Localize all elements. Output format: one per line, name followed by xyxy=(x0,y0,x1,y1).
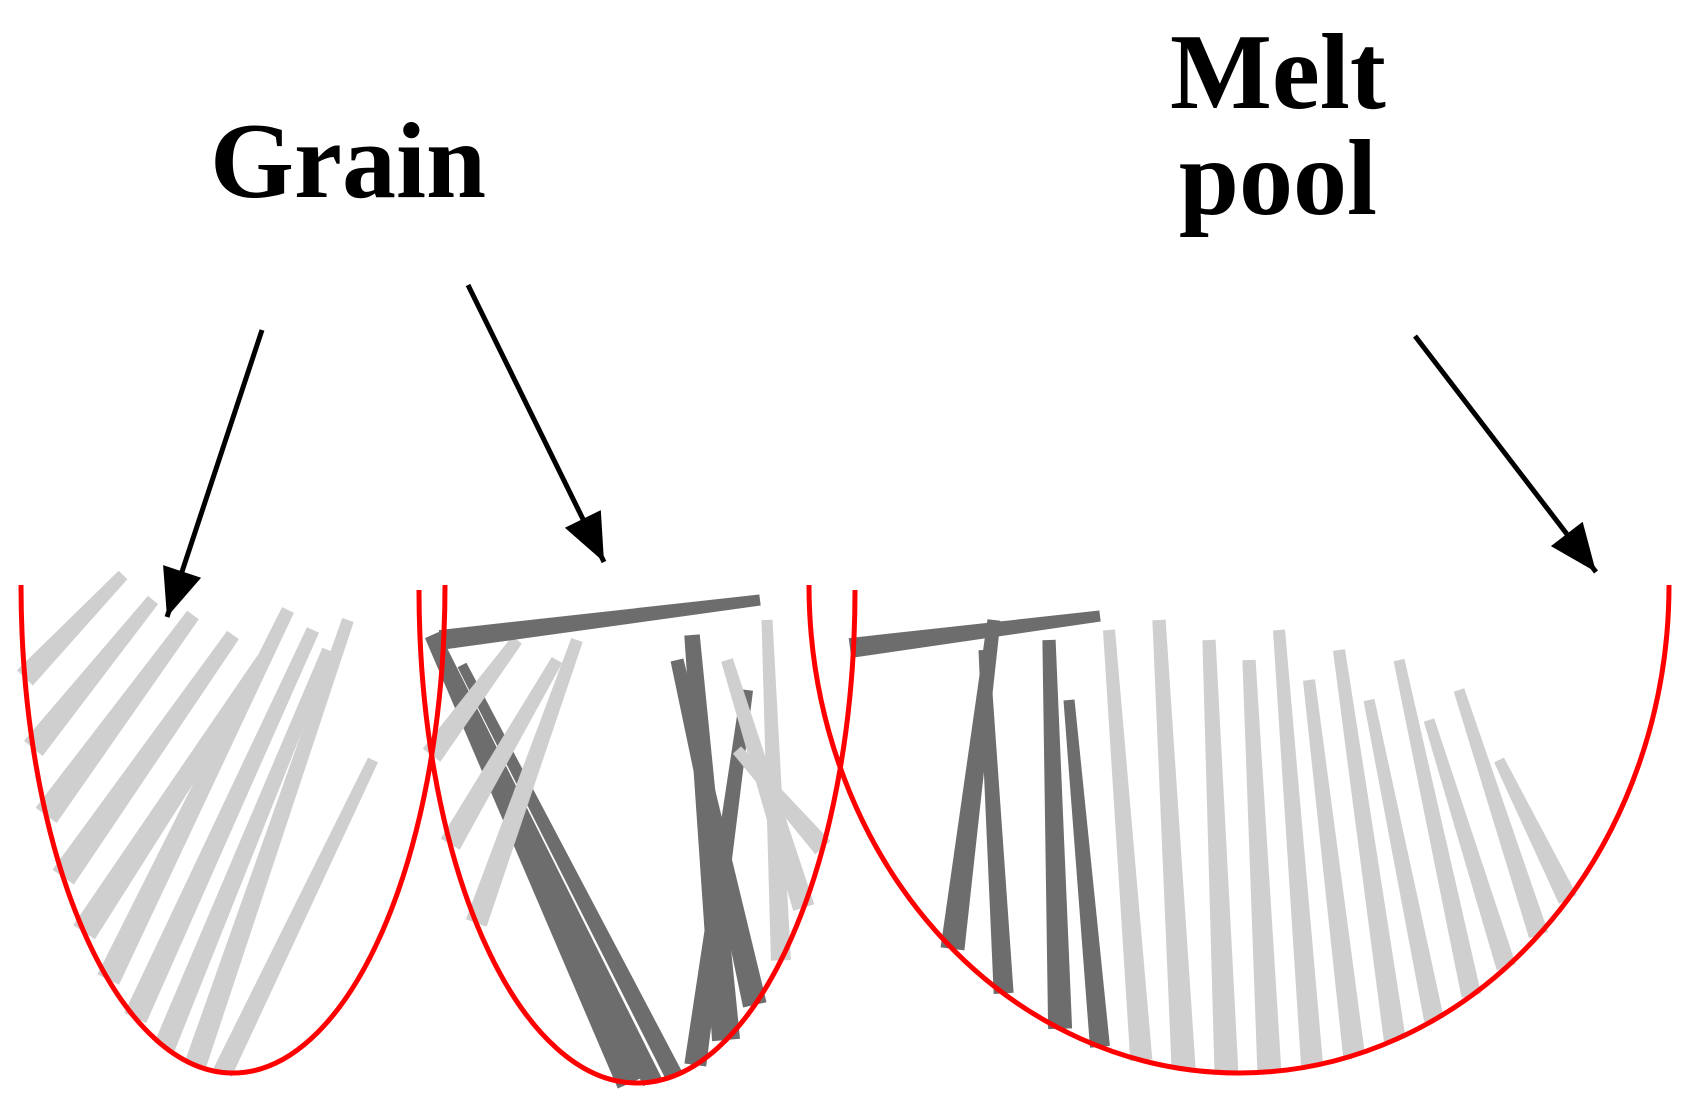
dark-grain-bar-1 xyxy=(438,594,761,650)
melt-pool-boundaries xyxy=(18,584,1672,1086)
melt-pool-boundary-3 xyxy=(806,584,1672,1076)
grain-arrow-right-shaft xyxy=(465,283,607,564)
grain-1-0 xyxy=(16,570,128,686)
grain-1-4 xyxy=(73,656,269,940)
grain-1-8 xyxy=(184,618,354,1069)
melt-pool-label-line1: Melt xyxy=(1170,13,1386,132)
grain-3-10 xyxy=(1333,649,1406,1042)
grain-3-13 xyxy=(1423,718,1516,971)
melt-pool-label: Melt pool xyxy=(1170,13,1386,238)
grain-2-2 xyxy=(457,662,683,1080)
melt-pool-arrow-shaft xyxy=(1413,334,1598,574)
arrow-layer xyxy=(163,283,1598,618)
grain-3-11 xyxy=(1363,698,1444,1022)
melt-pool-boundary-1 xyxy=(18,584,448,1076)
grain-3-5 xyxy=(1152,619,1196,1070)
grain-2-10 xyxy=(440,657,563,850)
grain-2-8 xyxy=(732,746,831,855)
grain-1-2 xyxy=(35,610,199,823)
grain-3-14 xyxy=(1453,688,1549,939)
grain-3-1 xyxy=(978,649,1014,994)
melt-pool-arrow-head xyxy=(1550,521,1596,572)
grain-3-3 xyxy=(1063,699,1110,1048)
grain-1-3 xyxy=(52,630,239,885)
grain-2-11 xyxy=(422,636,522,762)
grain-1-7 xyxy=(154,647,334,1051)
dark-grain-bar-2 xyxy=(848,610,1101,658)
grain-2-0 xyxy=(425,631,644,1089)
grain-arrow-left-shaft xyxy=(164,329,265,618)
melt-pool-boundary-2 xyxy=(416,589,858,1086)
grain-layer xyxy=(16,570,1577,1089)
grain-arrow-right-head xyxy=(564,510,604,562)
grain-arrow-left-head xyxy=(163,565,202,617)
melt-pool-label-line2: pool xyxy=(1178,118,1377,238)
grain-3-9 xyxy=(1303,679,1365,1057)
grain-3-8 xyxy=(1273,629,1324,1067)
grain-1-6 xyxy=(124,627,319,1023)
grain-2-9 xyxy=(465,638,583,927)
grain-3-7 xyxy=(1242,659,1282,1073)
grain-3-2 xyxy=(1042,639,1073,1030)
grain-1-9 xyxy=(213,757,378,1077)
grain-3-4 xyxy=(1103,629,1153,1062)
grain-label: Grain xyxy=(210,102,487,221)
grain-1-1 xyxy=(23,595,159,756)
grain-3-6 xyxy=(1202,639,1239,1074)
grain-3-15 xyxy=(1494,757,1577,904)
grain-1-5 xyxy=(97,607,294,985)
grain-2-5 xyxy=(670,658,767,1008)
grain-3-12 xyxy=(1393,658,1482,998)
